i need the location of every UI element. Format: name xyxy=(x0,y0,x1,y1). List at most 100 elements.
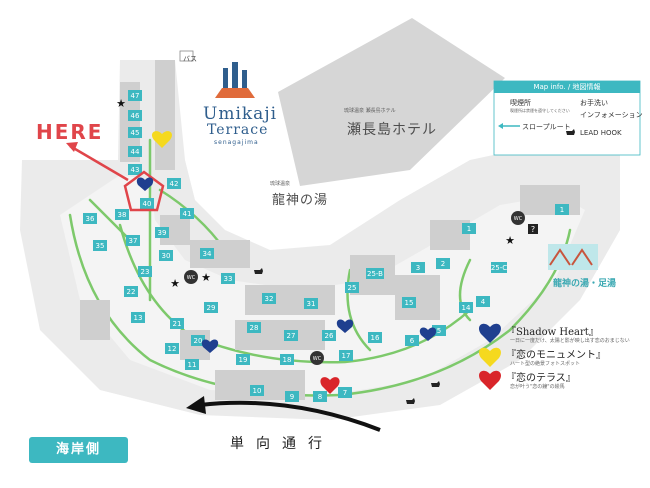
svg-text:15: 15 xyxy=(405,299,414,307)
one-way-label: 単向通行 xyxy=(230,436,334,452)
svg-text:43: 43 xyxy=(131,166,140,174)
hotel-building xyxy=(278,18,505,186)
legend-leadhook-label: LEAD HOOK xyxy=(580,129,622,137)
legend-title: Map info. / 地図情報 xyxy=(494,81,640,93)
svg-text:22: 22 xyxy=(127,288,136,296)
brand-logo xyxy=(215,62,255,98)
svg-text:25-B: 25-B xyxy=(367,270,383,278)
spot-shadow-heart: 『Shadow Heart』 xyxy=(506,327,599,338)
smoking-star-icon: ★ xyxy=(170,277,180,290)
svg-text:4: 4 xyxy=(481,298,486,306)
ryujin-sub-label: 琉球温泉 xyxy=(270,181,291,187)
svg-text:6: 6 xyxy=(410,337,415,345)
svg-text:26: 26 xyxy=(325,332,334,340)
heart-navy-icon xyxy=(479,323,501,343)
svg-text:18: 18 xyxy=(283,356,292,364)
svg-text:7: 7 xyxy=(343,389,347,397)
svg-text:31: 31 xyxy=(307,300,316,308)
svg-text:27: 27 xyxy=(287,332,296,340)
svg-text:47: 47 xyxy=(131,92,140,100)
legend-slope-label: スロープルート xyxy=(522,123,571,131)
heart-yellow-icon xyxy=(152,131,172,148)
map-legend: Map info. / 地図情報 喫煙所 喫煙所は禁煙を遵守してください スロー… xyxy=(494,81,643,155)
svg-text:46: 46 xyxy=(131,112,140,120)
heart-red-icon xyxy=(479,370,501,390)
svg-text:WC: WC xyxy=(313,356,322,362)
svg-text:33: 33 xyxy=(224,275,233,283)
spot-terrace-sub: 恋が叶う"恋の鐘"の絵馬 xyxy=(510,384,565,390)
svg-text:35: 35 xyxy=(96,242,105,250)
brand-name-2: Terrace xyxy=(207,122,269,138)
hotel-sub-label: 琉球温泉 瀬長島ホテル xyxy=(344,108,396,114)
brand-name-1: Umikaji xyxy=(203,104,278,124)
smoking-star-icon: ★ xyxy=(116,97,126,110)
bus-stop-label: バス xyxy=(183,55,197,63)
spot-terrace: 『恋のテラス』 xyxy=(506,373,576,384)
heart-navy-icon xyxy=(336,319,354,333)
ryujin-name: 龍神の湯 xyxy=(272,193,329,208)
heart-navy-icon xyxy=(201,339,219,353)
svg-text:34: 34 xyxy=(203,250,212,258)
legend-smoking-sub: 喫煙所は禁煙を遵守してください xyxy=(510,108,570,113)
svg-text:41: 41 xyxy=(183,210,192,218)
heart-yellow-icon xyxy=(479,347,501,367)
svg-text:44: 44 xyxy=(131,148,140,156)
here-label: HERE xyxy=(36,120,104,144)
svg-text:38: 38 xyxy=(118,211,127,219)
hotel-name: 瀬長島ホテル xyxy=(347,122,437,138)
here-arrow xyxy=(69,144,129,182)
heart-red-icon xyxy=(320,377,340,394)
svg-text:30: 30 xyxy=(162,252,171,260)
svg-text:16: 16 xyxy=(371,334,380,342)
svg-text:12: 12 xyxy=(168,345,177,353)
svg-text:10: 10 xyxy=(253,387,262,395)
one-way-arrow xyxy=(199,400,381,432)
svg-text:2: 2 xyxy=(441,260,445,268)
smoking-star-icon: ★ xyxy=(201,271,211,284)
here-marker xyxy=(123,170,165,212)
svg-text:?: ? xyxy=(531,225,535,234)
info-icon xyxy=(528,224,538,234)
svg-text:45: 45 xyxy=(131,129,140,137)
svg-text:37: 37 xyxy=(129,237,138,245)
svg-text:9: 9 xyxy=(290,393,294,401)
spot-monument-sub: ハート型の絶景フォトスポット xyxy=(510,361,581,367)
svg-text:3: 3 xyxy=(416,264,420,272)
svg-text:20: 20 xyxy=(194,337,203,345)
svg-text:36: 36 xyxy=(86,215,95,223)
dog-icon xyxy=(566,129,575,135)
spot-monument: 『恋のモニュメント』 xyxy=(506,350,606,361)
coast-side-badge: 海岸側 xyxy=(29,437,128,463)
svg-text:1: 1 xyxy=(467,225,471,233)
svg-text:29: 29 xyxy=(207,304,216,312)
svg-text:13: 13 xyxy=(134,314,143,322)
svg-text:39: 39 xyxy=(158,229,167,237)
legend-smoking-label: 喫煙所 xyxy=(510,99,531,107)
svg-text:40: 40 xyxy=(143,200,152,208)
spot-shadow-heart-sub: 一日に一度だけ、太陽と影が映し出す恋のおまじない xyxy=(510,338,630,344)
svg-text:17: 17 xyxy=(342,352,351,360)
brand-name-sub: senagajima xyxy=(214,139,259,146)
svg-text:1: 1 xyxy=(560,206,564,214)
footbath-label: 龍神の湯・足湯 xyxy=(553,279,617,289)
legend-info-label: インフォメーション xyxy=(580,111,643,119)
svg-text:19: 19 xyxy=(239,356,248,364)
svg-text:25-C: 25-C xyxy=(491,264,507,272)
svg-text:WC: WC xyxy=(514,216,523,222)
svg-text:23: 23 xyxy=(141,268,150,276)
svg-text:8: 8 xyxy=(318,393,322,401)
svg-text:5: 5 xyxy=(437,327,441,335)
svg-text:14: 14 xyxy=(462,304,471,312)
heart-navy-icon xyxy=(136,177,154,191)
svg-text:42: 42 xyxy=(170,180,179,188)
heart-navy-icon xyxy=(419,327,437,341)
smoking-star-icon: ★ xyxy=(505,234,515,247)
svg-text:21: 21 xyxy=(173,320,182,328)
svg-text:25: 25 xyxy=(348,284,357,292)
svg-text:11: 11 xyxy=(188,361,197,369)
legend-wc-label: お手洗い xyxy=(580,99,608,107)
svg-text:32: 32 xyxy=(265,295,274,303)
svg-text:WC: WC xyxy=(187,275,196,281)
svg-text:28: 28 xyxy=(250,324,259,332)
